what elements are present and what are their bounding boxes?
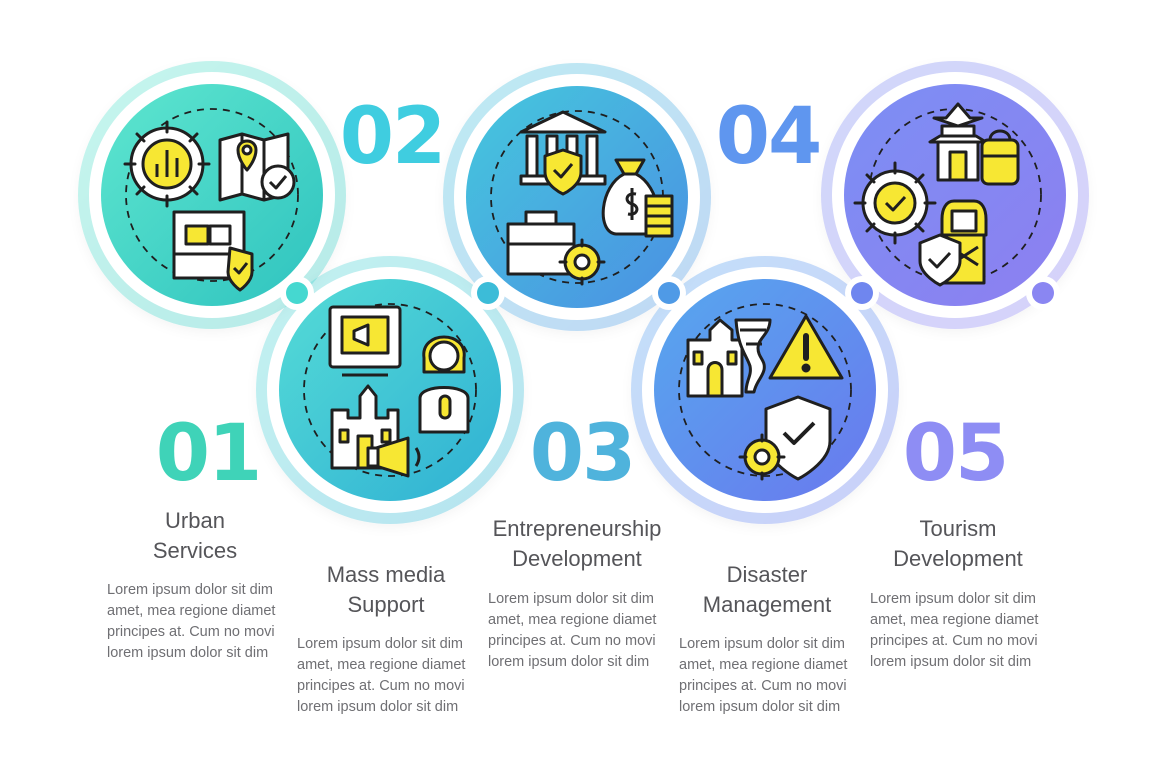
step-5-number: 05 <box>903 409 1008 499</box>
shield-gear-icon <box>738 395 832 481</box>
warning-icon <box>768 314 844 380</box>
pagoda-backpack-icon <box>928 102 1020 186</box>
tornado-building-icon <box>686 318 772 398</box>
step-2-description: Lorem ipsum dolor sit dim amet, mea regi… <box>297 636 466 715</box>
step-1-title: Urban Services <box>152 508 238 563</box>
step-1-number: 01 <box>156 409 261 499</box>
castle-megaphone-icon <box>330 384 421 478</box>
step-5-description: Lorem ipsum dolor sit dim amet, mea regi… <box>870 591 1039 670</box>
news-megaphone-icon <box>328 305 402 377</box>
bank-shield-icon <box>519 110 607 196</box>
gear-check-icon <box>853 161 937 245</box>
money-bag-icon <box>601 158 674 238</box>
gear-chart-icon <box>123 120 211 208</box>
map-pin-icon <box>218 132 296 202</box>
step-4-description: Lorem ipsum dolor sit dim amet, mea regi… <box>679 636 848 715</box>
pharaoh-shield-icon <box>918 199 988 287</box>
step-4-title: Disaster Management <box>702 562 832 617</box>
reporter-icon <box>418 335 470 434</box>
step-1-description: Lorem ipsum dolor sit dim amet, mea regi… <box>107 582 276 661</box>
connector-dots <box>280 276 1060 310</box>
step-3-title: Entrepreneurship Development <box>492 516 662 571</box>
briefcase-gear-icon <box>506 210 606 286</box>
step-5-title: Tourism Development <box>893 516 1023 571</box>
step-2-title: Mass media Support <box>326 562 446 617</box>
step-4-number: 04 <box>716 92 821 182</box>
blueprint-shield-icon <box>172 210 254 292</box>
step-3-number: 03 <box>530 409 635 499</box>
step-3-description: Lorem ipsum dolor sit dim amet, mea regi… <box>488 591 657 670</box>
step-2-number: 02 <box>340 92 445 182</box>
